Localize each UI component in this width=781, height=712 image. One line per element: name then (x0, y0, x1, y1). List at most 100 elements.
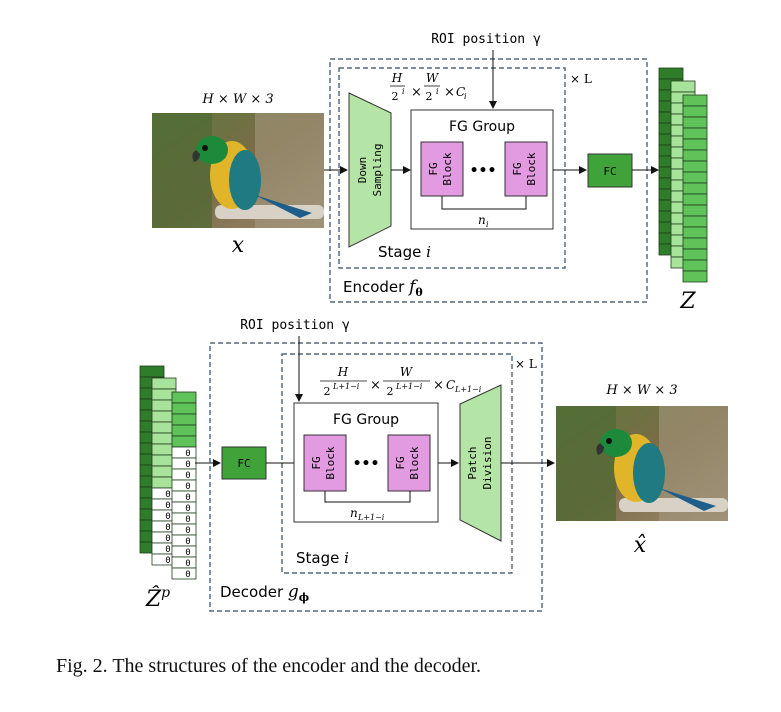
decoder-n-bracket (324, 491, 411, 503)
svg-text:C: C (446, 378, 455, 392)
decoder-roi-label: ROI position γ (240, 318, 350, 333)
encoder-latent-cell (682, 160, 708, 173)
encoder-latent-cell (682, 204, 708, 217)
encoder-latent-cell (682, 116, 708, 129)
decoder-repeat-label: × L (515, 357, 537, 371)
decoder-zero-label: 0 (185, 504, 190, 514)
encoder-latent-cell (682, 215, 708, 228)
decoder-latent-zero-cell (171, 479, 197, 492)
decoder-latent-zero-cell (171, 523, 197, 536)
svg-text:Block: Block (408, 446, 421, 479)
encoder-ellipsis: ••• (470, 163, 497, 179)
svg-text:i: i (436, 87, 439, 96)
svg-text:Block: Block (525, 152, 538, 185)
decoder-fg-group-title: FG Group (333, 412, 399, 428)
encoder-latent-cell (682, 270, 708, 283)
decoder-patch-division-block (459, 384, 502, 542)
decoder-zero-label: 0 (165, 545, 170, 555)
encoder-stage-label: Stage i (378, 243, 431, 261)
encoder-fc-box (587, 153, 633, 188)
encoder-downsampling-block (348, 92, 392, 248)
decoder-zero-label: 0 (165, 523, 170, 533)
svg-text:FG: FG (511, 162, 524, 175)
encoder-repeat-label: × L (570, 72, 592, 86)
svg-text:Block: Block (324, 446, 337, 479)
svg-text:i: i (464, 92, 467, 101)
decoder-zero-label: 0 (165, 501, 170, 511)
decoder-zero-label: 0 (185, 515, 190, 525)
svg-text:L+1−i: L+1−i (395, 382, 423, 391)
encoder-n-bracket (441, 196, 527, 210)
decoder-latent-zero-cell (171, 457, 197, 470)
encoder-downsampling-line1: Down (356, 157, 369, 184)
encoder-latent-cell (682, 127, 708, 140)
encoder-latent-cell (682, 226, 708, 239)
decoder-output-image (556, 406, 728, 521)
encoder-latent-cell (658, 67, 684, 80)
decoder-zero-label: 0 (185, 460, 190, 470)
decoder-ellipsis: ••• (353, 456, 380, 472)
decoder-fg-block-2 (387, 434, 431, 492)
decoder-zero-label: 0 (185, 537, 190, 547)
encoder-output-symbol: Z (679, 289, 696, 314)
decoder-latent-cell (171, 413, 197, 426)
svg-text:L+1−i: L+1−i (454, 385, 482, 394)
encoder-fg-block-1 (420, 141, 464, 197)
decoder-label: Decoder gϕ (220, 582, 309, 604)
svg-text:H: H (391, 71, 403, 85)
decoder-output-symbol: x̂ (634, 533, 647, 558)
encoder-n-sub: i (486, 220, 489, 229)
decoder-latent-zero-cell (171, 534, 197, 547)
encoder-latent-cell (682, 259, 708, 272)
figure-caption: Fig. 2. The structures of the encoder an… (56, 655, 482, 677)
encoder-latent-cell (682, 138, 708, 151)
svg-text:C: C (456, 85, 465, 99)
svg-text:W: W (400, 365, 414, 379)
svg-text:×: × (411, 85, 422, 100)
encoder-downsampling-line2: Sampling (371, 144, 384, 197)
encoder-latent-cell (670, 80, 696, 93)
decoder-latent-cell (151, 377, 177, 390)
svg-text:Patch: Patch (466, 446, 479, 479)
decoder-latent-zero-cell (171, 512, 197, 525)
decoder-latent-zero-cell (171, 501, 197, 514)
decoder-latent-zero-cell (171, 490, 197, 503)
decoder-output-dims: H × W × 3 (605, 383, 677, 398)
encoder-latent-cell (682, 248, 708, 261)
svg-text:2: 2 (324, 385, 331, 398)
decoder-zero-label: 0 (185, 548, 190, 558)
encoder-fc-label: FC (603, 165, 616, 178)
decoder-input-symbol: Ẑp (145, 585, 170, 612)
decoder-fc-label: FC (237, 457, 250, 470)
decoder-outer-box (209, 342, 543, 612)
encoder-latent-cell (682, 149, 708, 162)
decoder-latent-zero-cell (171, 545, 197, 558)
decoder-zero-label: 0 (185, 482, 190, 492)
encoder-parrot-head (196, 136, 228, 164)
decoder-zero-label: 0 (185, 493, 190, 503)
decoder-latent-cell (139, 365, 165, 378)
decoder-feature-dims: H 2 L+1−i × W 2 L+1−i × C L+1−i (320, 365, 482, 398)
svg-text:×: × (444, 85, 455, 100)
encoder-stage-box (338, 67, 566, 269)
decoder-latent-zero-cell (171, 567, 197, 580)
decoder-fc-box (221, 446, 267, 480)
encoder-latent-cell (682, 105, 708, 118)
svg-text:2: 2 (426, 90, 433, 103)
decoder-latent-zero-cell (171, 556, 197, 569)
encoder-feature-dims: H 2 i × W 2 i × C i (390, 71, 467, 103)
decoder-latent-cell (171, 435, 197, 448)
encoder-input-symbol: x (232, 233, 245, 258)
decoder-zero-label: 0 (165, 490, 170, 500)
svg-text:L+1−i: L+1−i (332, 382, 360, 391)
encoder-latent-cell (682, 193, 708, 206)
svg-text:W: W (426, 71, 440, 85)
decoder-zero-label: 0 (165, 512, 170, 522)
svg-text:H: H (337, 365, 349, 379)
decoder-zero-label: 0 (165, 556, 170, 566)
decoder-latent-zero-cell (171, 446, 197, 459)
encoder-latent-stack (658, 67, 708, 283)
decoder-zero-label: 0 (185, 471, 190, 481)
